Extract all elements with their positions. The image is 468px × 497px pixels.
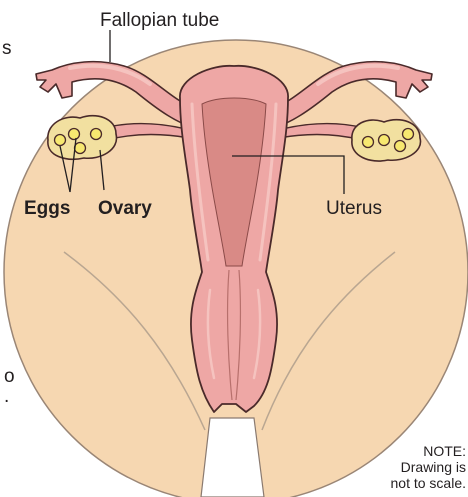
- uterus-label: Uterus: [326, 198, 382, 219]
- note-heading: NOTE:: [423, 443, 466, 459]
- note-text: not to scale.: [391, 475, 467, 491]
- right-egg: [395, 141, 406, 152]
- right-egg: [379, 135, 390, 146]
- cropped-text-fragment: o: [4, 366, 15, 387]
- cropped-text-fragment: s: [2, 38, 12, 59]
- note-text: Drawing is: [401, 459, 466, 475]
- ovary-label: Ovary: [98, 198, 152, 219]
- left-egg: [75, 143, 86, 154]
- right-egg: [403, 129, 414, 140]
- left-egg: [69, 129, 80, 140]
- left-egg: [91, 129, 102, 140]
- fallopian-tube-label: Fallopian tube: [100, 10, 219, 31]
- vaginal-canal: [201, 418, 264, 497]
- eggs-label: Eggs: [24, 198, 70, 219]
- cropped-text-fragment: .: [4, 386, 9, 407]
- left-egg: [55, 135, 66, 146]
- right-egg: [363, 137, 374, 148]
